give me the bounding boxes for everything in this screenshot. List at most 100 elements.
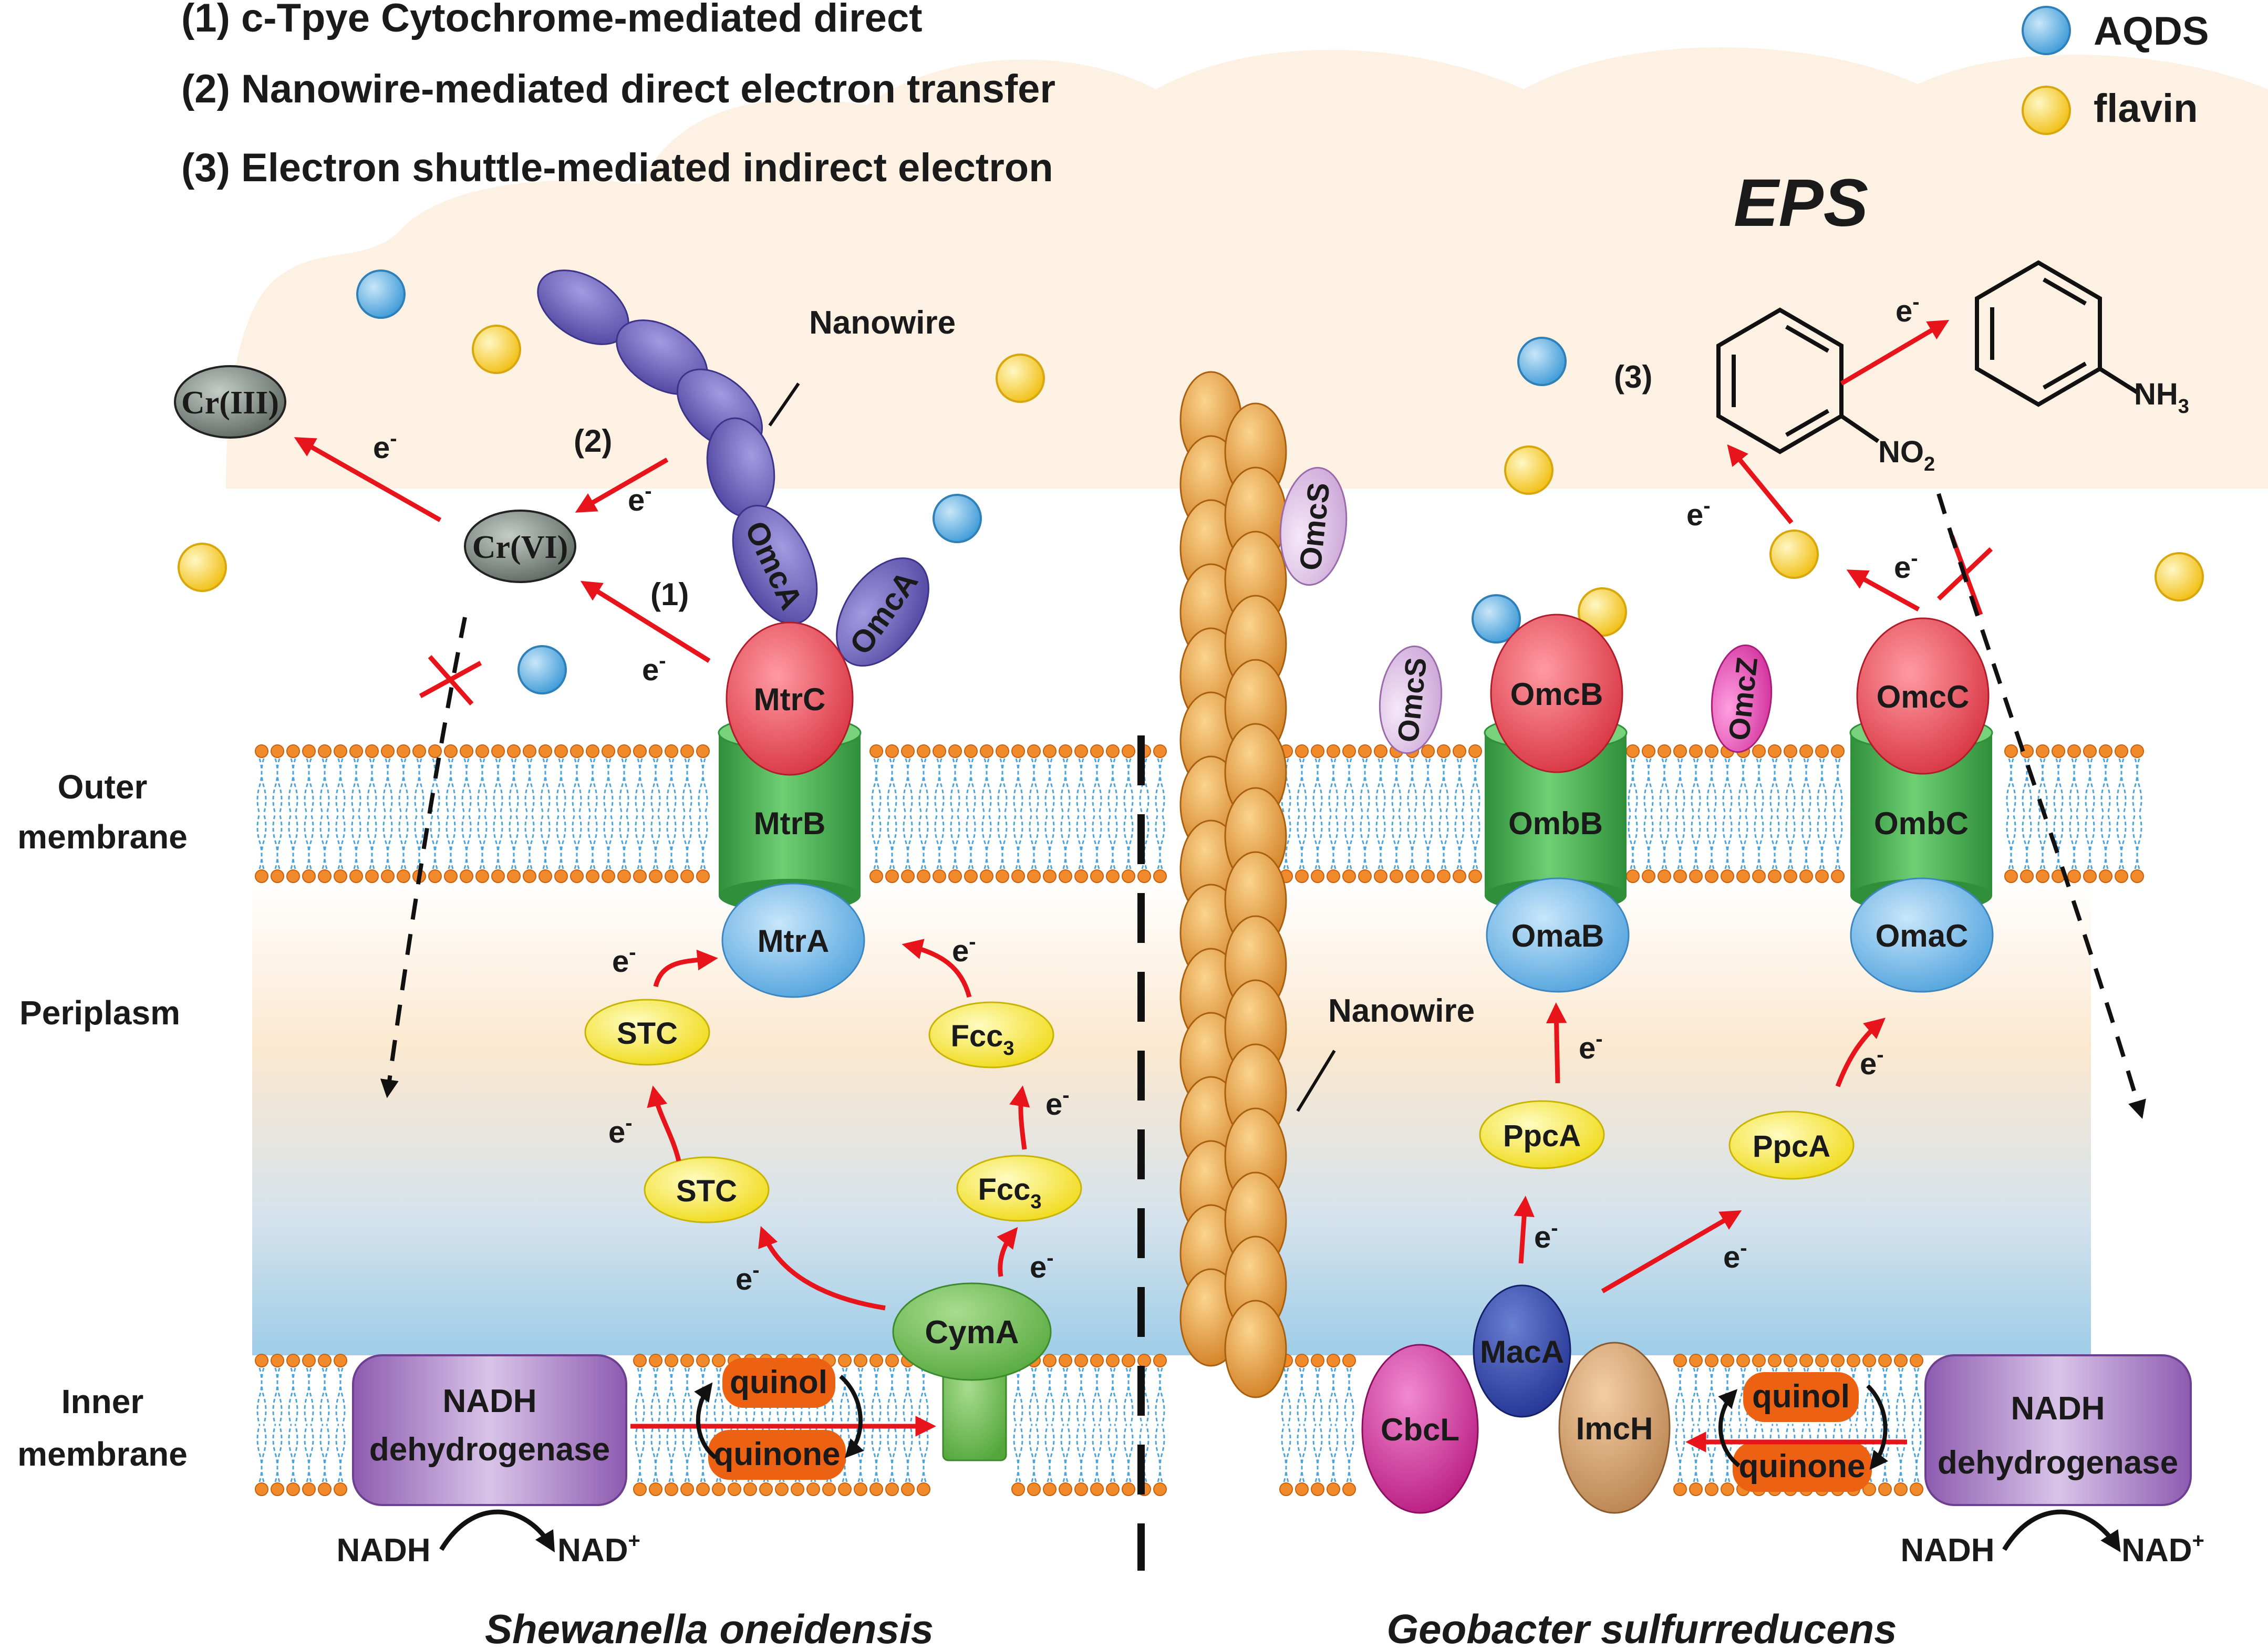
svg-text:Fcc3: Fcc3 [978, 1172, 1041, 1213]
svg-text:dehydrogenase: dehydrogenase [369, 1431, 610, 1468]
shewanella-nanowire-label: Nanowire [809, 305, 956, 341]
electron-label: e- [1030, 1247, 1054, 1284]
svg-text:CbcL: CbcL [1381, 1412, 1459, 1447]
ppca-left: PpcA [1479, 1100, 1605, 1169]
aqds-molecule [517, 645, 567, 694]
blocked-transfer-arrows [380, 493, 2146, 1119]
svg-text:ImcH: ImcH [1576, 1411, 1653, 1446]
cyma-protein: CymA [892, 1282, 1052, 1461]
cbcl-protein: CbcL [1361, 1344, 1479, 1514]
step2-label: (2) [574, 423, 612, 459]
electron-label: e- [1723, 1237, 1747, 1274]
electron-label: e- [1579, 1028, 1603, 1065]
omcc-cytochrome: OmcC [1856, 617, 1990, 775]
quinol-left: quinol [722, 1358, 835, 1408]
svg-text:NADH: NADH [442, 1383, 536, 1419]
quinone-left: quinone [708, 1430, 846, 1480]
geobacter-name: Geobacter sulfurreducens [1387, 1606, 1897, 1650]
omcs-free: OmcS [1379, 645, 1443, 754]
nadh-label-right: NADH [1900, 1532, 1994, 1569]
nadh-dehydrogenase-left: NADH dehydrogenase [352, 1354, 627, 1506]
omab-cytochrome: OmaB [1486, 877, 1630, 993]
quinol-right: quinol [1743, 1372, 1859, 1422]
cr6-ion: Cr(VI) [464, 510, 576, 583]
electron-label: e- [1894, 547, 1918, 585]
svg-text:CymA: CymA [925, 1314, 1019, 1351]
stc-upper: STC [584, 999, 710, 1066]
electron-label: e- [1896, 290, 1920, 328]
svg-text:MtrA: MtrA [758, 923, 830, 959]
svg-text:Fcc3: Fcc3 [950, 1019, 1014, 1060]
electron-label: e- [736, 1259, 760, 1296]
electron-label: e- [642, 649, 666, 687]
svg-text:dehydrogenase: dehydrogenase [1938, 1445, 2178, 1481]
svg-text:MacA: MacA [1480, 1334, 1564, 1369]
flavin-molecule [996, 354, 1045, 403]
flavin-key-dot [2022, 86, 2071, 135]
flavin-molecule [1769, 530, 1819, 579]
svg-text:MtrB: MtrB [754, 806, 826, 841]
aqds-molecule [1517, 337, 1567, 386]
inner-membrane-label-1: Inner [61, 1383, 143, 1420]
electron-labels: e-e-e-e-e-e-e-e-e-e-e-e-e-e-e-e- [373, 290, 1920, 1296]
quinone-cycle-arrows [694, 1375, 1889, 1470]
flavin-molecule [472, 325, 521, 374]
nad-label-right: NAD+ [2121, 1529, 2204, 1569]
svg-text:STC: STC [617, 1016, 678, 1051]
flavin-molecule [1504, 445, 1554, 495]
imch-protein: ImcH [1558, 1342, 1671, 1514]
svg-text:OmcB: OmcB [1510, 677, 1603, 712]
flavin-molecule [178, 543, 227, 592]
svg-text:OmbB: OmbB [1508, 806, 1603, 841]
svg-text:MtrC: MtrC [754, 682, 826, 717]
aqds-molecule [1472, 594, 1521, 644]
step3-label: (3) [1614, 359, 1652, 395]
inner-membrane-label-2: membrane [17, 1435, 188, 1473]
mtra-cytochrome: MtrA [721, 883, 865, 998]
svg-text:quinol: quinol [730, 1364, 827, 1400]
svg-text:OmcC: OmcC [1877, 679, 1970, 714]
svg-text:NADH: NADH [2011, 1390, 2105, 1427]
nitrobenzene-structure [1716, 307, 1880, 454]
geobacter-nanowire-label: Nanowire [1328, 993, 1475, 1029]
legend-line-3: (3) Electron shuttle-mediated indirect e… [181, 146, 1053, 190]
svg-text:OmbC: OmbC [1874, 806, 1969, 841]
no2-label: NO2 [1878, 435, 1935, 475]
nadh-conversion-arrow-right [2002, 1509, 2121, 1552]
ppca-right: PpcA [1728, 1111, 1855, 1180]
legend-line-2: (2) Nanowire-mediated direct electron tr… [181, 67, 1055, 111]
nad-label-left: NAD+ [557, 1529, 640, 1569]
step1-label: (1) [650, 577, 689, 612]
shewanella-name: Shewanella oneidensis [485, 1606, 934, 1650]
svg-text:quinone: quinone [1738, 1448, 1865, 1485]
mtrc-cytochrome: MtrC [726, 621, 854, 776]
aqds-key-label: AQDS [2094, 9, 2209, 54]
omcb-cytochrome: OmcB [1490, 614, 1623, 773]
outer-membrane-label-1: Outer [58, 768, 148, 806]
electron-label: e- [628, 480, 652, 517]
electron-label: e- [1860, 1043, 1884, 1081]
geobacter-nanowire [1179, 371, 1287, 1398]
flavin-key-label: flavin [2094, 86, 2198, 131]
stc-lower: STC [644, 1156, 770, 1223]
electron-label: e- [608, 1112, 633, 1149]
nadh-dehydrogenase-right: NADH dehydrogenase [1924, 1354, 2192, 1506]
electron-label: e- [1686, 494, 1711, 532]
electron-label: e- [1534, 1217, 1558, 1254]
svg-text:Cr(VI): Cr(VI) [472, 530, 568, 565]
svg-text:OmaB: OmaB [1511, 918, 1604, 953]
outer-membrane [255, 744, 2144, 883]
fcc3-lower: Fcc3 [956, 1155, 1082, 1222]
svg-text:PpcA: PpcA [1753, 1129, 1830, 1164]
outer-membrane-label-2: membrane [17, 818, 188, 856]
svg-text:STC: STC [676, 1174, 737, 1208]
flavin-molecule [1578, 587, 1627, 637]
aqds-key-dot [2022, 6, 2071, 55]
omcz-free: OmcZ [1711, 644, 1773, 753]
svg-text:quinone: quinone [713, 1436, 840, 1472]
electron-label: e- [1045, 1084, 1070, 1122]
nadh-label-left: NADH [336, 1532, 430, 1569]
electron-label: e- [612, 941, 636, 979]
svg-text:quinol: quinol [1752, 1378, 1850, 1415]
